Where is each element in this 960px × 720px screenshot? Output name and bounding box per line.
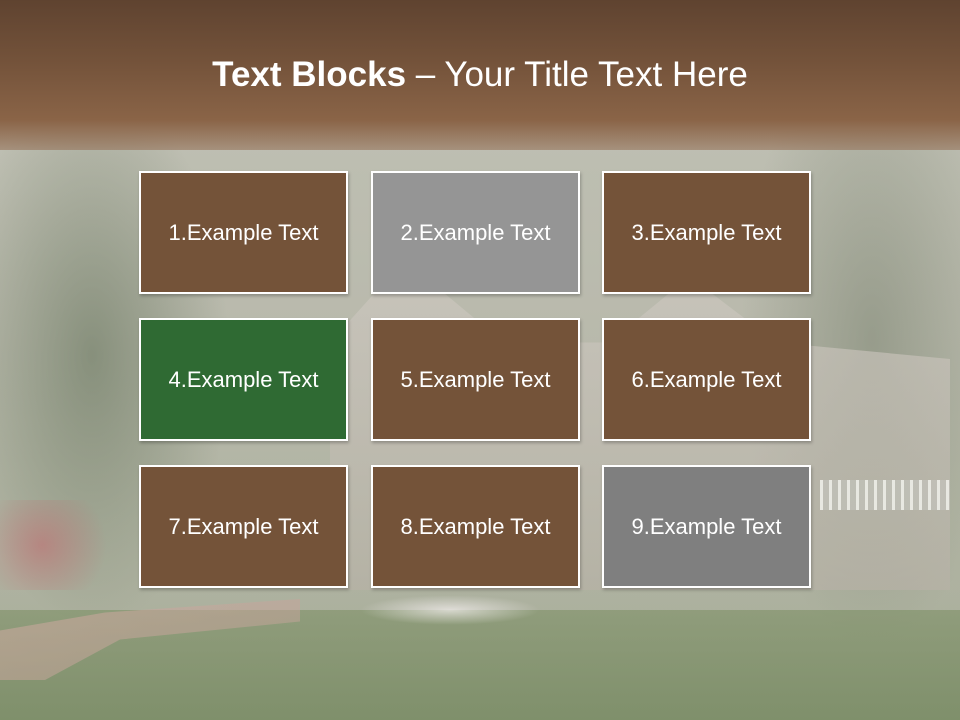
text-block-label: 2.Example Text [400,219,551,245]
text-block-label: 9.Example Text [631,513,782,539]
text-block-9[interactable]: 9.Example Text [602,465,811,588]
text-block-1[interactable]: 1.Example Text [139,171,348,294]
text-block-label: 4.Example Text [168,366,319,392]
text-block-3[interactable]: 3.Example Text [602,171,811,294]
text-block-label: 7.Example Text [168,513,319,539]
title-rest-part: Your Title Text Here [444,55,748,94]
text-block-2[interactable]: 2.Example Text [371,171,580,294]
text-block-label: 5.Example Text [400,366,551,392]
background-flowers [0,500,140,590]
text-block-label: 6.Example Text [631,366,782,392]
title-bold-part: Text Blocks [212,55,407,94]
text-block-label: 8.Example Text [400,513,551,539]
text-block-5[interactable]: 5.Example Text [371,318,580,441]
text-block-8[interactable]: 8.Example Text [371,465,580,588]
text-block-6[interactable]: 6.Example Text [602,318,811,441]
slide-title: Text Blocks – Your Title Text Here [0,52,960,98]
background-flower-bed [360,595,540,625]
text-block-4[interactable]: 4.Example Text [139,318,348,441]
text-block-7[interactable]: 7.Example Text [139,465,348,588]
background-porch-railing [820,480,950,510]
text-block-label: 3.Example Text [631,219,782,245]
title-band [0,0,960,150]
text-block-label: 1.Example Text [168,219,319,245]
title-separator: – [406,55,445,94]
